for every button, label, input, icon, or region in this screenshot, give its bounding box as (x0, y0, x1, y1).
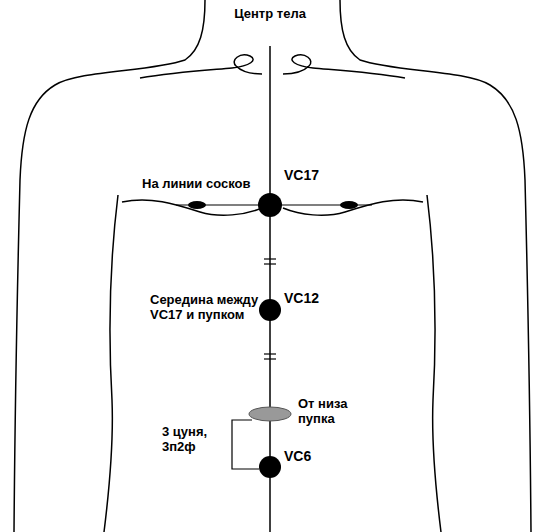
acupoint (258, 193, 282, 217)
left-collarbone (140, 55, 262, 78)
equal-tick (264, 358, 276, 359)
navel-note: От низа пупка (298, 396, 368, 426)
equal-tick (264, 258, 276, 259)
navel (249, 407, 291, 421)
point-name: VC17 (284, 168, 344, 183)
distance-bracket (232, 420, 259, 469)
equal-tick (264, 263, 276, 264)
right-chest-line (283, 200, 423, 215)
right-collarbone (283, 55, 405, 78)
equal-tick (264, 353, 276, 354)
right-torso-line (427, 195, 441, 532)
left-torso-line (104, 195, 118, 532)
distance-label: 3 цуня, 3п2ф (162, 424, 228, 454)
center-label: Центр тела (232, 6, 308, 21)
point-note: На линии сосков (142, 176, 268, 191)
left-chest-line (122, 200, 262, 215)
point-name: VC6 (284, 449, 344, 464)
acupoint (259, 456, 281, 478)
nipple (340, 201, 358, 209)
point-note: Середина между VC17 и пупком (150, 292, 260, 322)
acupoint (259, 299, 281, 321)
nipple (188, 201, 206, 209)
right-shoulder-line (340, 0, 531, 532)
point-name: VC12 (284, 291, 344, 306)
